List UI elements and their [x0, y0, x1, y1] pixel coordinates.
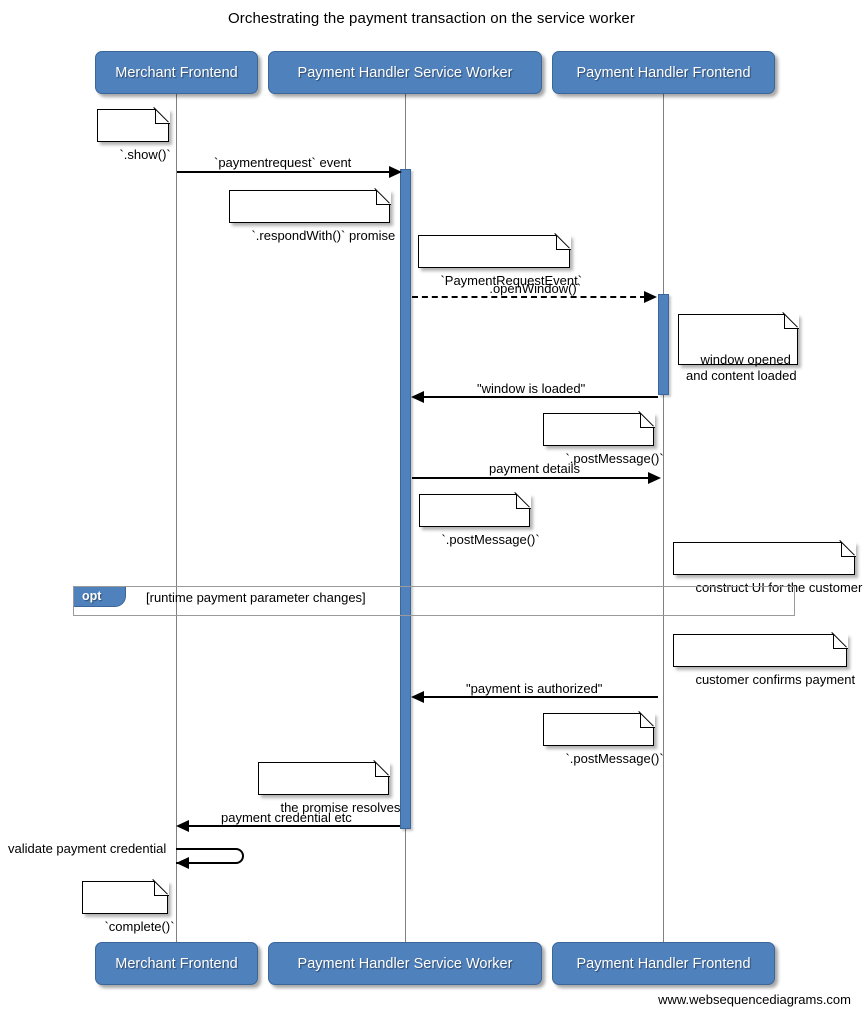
- message-line-payment-is-authorized: [423, 696, 658, 698]
- message-label-payment-credential-etc: payment credential etc: [221, 810, 352, 825]
- message-arrowhead-payment-credential-etc: [176, 820, 189, 832]
- message-label-payment-details: payment details: [489, 461, 581, 476]
- message-line-paymentrequest-event: [177, 171, 392, 173]
- note-text: customer confirms payment: [695, 672, 856, 687]
- message-label-paymentrequest-event: `paymentrequest` event: [214, 155, 352, 170]
- note-fold-icon: [154, 107, 170, 124]
- message-arrowhead-payment-is-authorized: [411, 691, 424, 703]
- message-arrowhead-paymentrequest-event: [389, 166, 402, 178]
- message-line-payment-details: [412, 477, 650, 479]
- note-post-message-3: `.postMessage()`: [543, 711, 664, 766]
- participant-label: Payment Handler Service Worker: [297, 64, 513, 81]
- note-fold-icon: [555, 233, 571, 250]
- note-fold-icon: [832, 632, 848, 649]
- note-promise-resolves: the promise resolves: [258, 760, 400, 815]
- note-post-message-2: `.postMessage()`: [419, 492, 540, 547]
- participant-payment-handler-frontend-top[interactable]: Payment Handler Frontend: [552, 51, 775, 94]
- note-fold-icon: [639, 711, 655, 728]
- note-text: the promise resolves: [280, 800, 401, 815]
- participant-payment-handler-frontend-bottom[interactable]: Payment Handler Frontend: [552, 942, 775, 985]
- note-construct-ui: construct UI for the customer: [673, 540, 862, 595]
- participant-label: Payment Handler Service Worker: [297, 955, 513, 972]
- message-line-open-window: [412, 296, 646, 298]
- fragment-opt-condition: [runtime payment parameter changes]: [146, 590, 366, 605]
- fragment-opt-operator: opt: [74, 587, 126, 607]
- message-arrowhead-payment-details: [648, 472, 661, 484]
- note-text: `PaymentRequestEvent`: [440, 273, 583, 288]
- participant-merchant-frontend-bottom[interactable]: Merchant Frontend: [95, 942, 258, 985]
- note-show: `.show()`: [97, 107, 171, 162]
- note-text: `.postMessage()`: [441, 532, 540, 547]
- participant-label: Merchant Frontend: [115, 64, 238, 81]
- participant-label: Payment Handler Frontend: [576, 955, 751, 972]
- participant-service-worker-bottom[interactable]: Payment Handler Service Worker: [268, 942, 542, 985]
- message-line-window-is-loaded: [423, 396, 658, 398]
- participant-label: Merchant Frontend: [115, 955, 238, 972]
- note-fold-icon: [375, 188, 391, 205]
- note-fold-icon: [783, 312, 799, 329]
- footer-attribution: www.websequencediagrams.com: [658, 992, 851, 1007]
- fragment-operator-label: opt: [82, 589, 102, 603]
- note-window-opened: window opened and content loaded: [678, 312, 799, 383]
- fragment-opt: [73, 586, 795, 616]
- page-title: Orchestrating the payment transaction on…: [228, 10, 635, 27]
- message-self-loop-validate-payment-credential: [176, 848, 244, 864]
- message-label-payment-is-authorized: "payment is authorized": [466, 681, 603, 696]
- message-line-payment-credential-etc: [188, 825, 400, 827]
- note-text: `.show()`: [119, 147, 171, 162]
- note-complete: `complete()`: [82, 879, 175, 934]
- note-customer-confirms-payment: customer confirms payment: [673, 632, 855, 687]
- note-fold-icon: [374, 760, 390, 777]
- message-arrowhead-validate-payment-credential: [176, 857, 189, 869]
- note-fold-icon: [840, 540, 856, 557]
- note-text: `.postMessage()`: [565, 451, 664, 466]
- message-label-validate-payment-credential: validate payment credential: [8, 841, 167, 856]
- note-text: `.respondWith()` promise: [251, 228, 396, 243]
- note-text: construct UI for the customer: [695, 580, 863, 595]
- message-arrowhead-open-window: [644, 291, 657, 303]
- message-arrowhead-window-is-loaded: [411, 391, 424, 403]
- note-post-message-1: `.postMessage()`: [543, 411, 664, 466]
- note-fold-icon: [639, 411, 655, 428]
- activation-bar-service-worker: [400, 169, 411, 829]
- lifeline-merchant: [176, 93, 177, 942]
- participant-merchant-frontend-top[interactable]: Merchant Frontend: [95, 51, 258, 94]
- lifeline-payment-handler-frontend: [663, 93, 664, 942]
- note-text: `.postMessage()`: [565, 751, 664, 766]
- note-text: window opened and content loaded: [686, 352, 797, 383]
- note-fold-icon: [153, 879, 169, 896]
- note-text: `complete()`: [104, 919, 175, 934]
- participant-label: Payment Handler Frontend: [576, 64, 751, 81]
- activation-bar-payment-handler-frontend: [658, 294, 669, 395]
- note-respond-with-promise: `.respondWith()` promise: [229, 188, 395, 243]
- participant-service-worker-top[interactable]: Payment Handler Service Worker: [268, 51, 542, 94]
- message-label-window-is-loaded: "window is loaded": [477, 381, 586, 396]
- note-fold-icon: [515, 492, 531, 509]
- message-label-open-window: `.openWindow()`: [485, 281, 582, 296]
- note-payment-request-event: `PaymentRequestEvent`: [418, 233, 582, 288]
